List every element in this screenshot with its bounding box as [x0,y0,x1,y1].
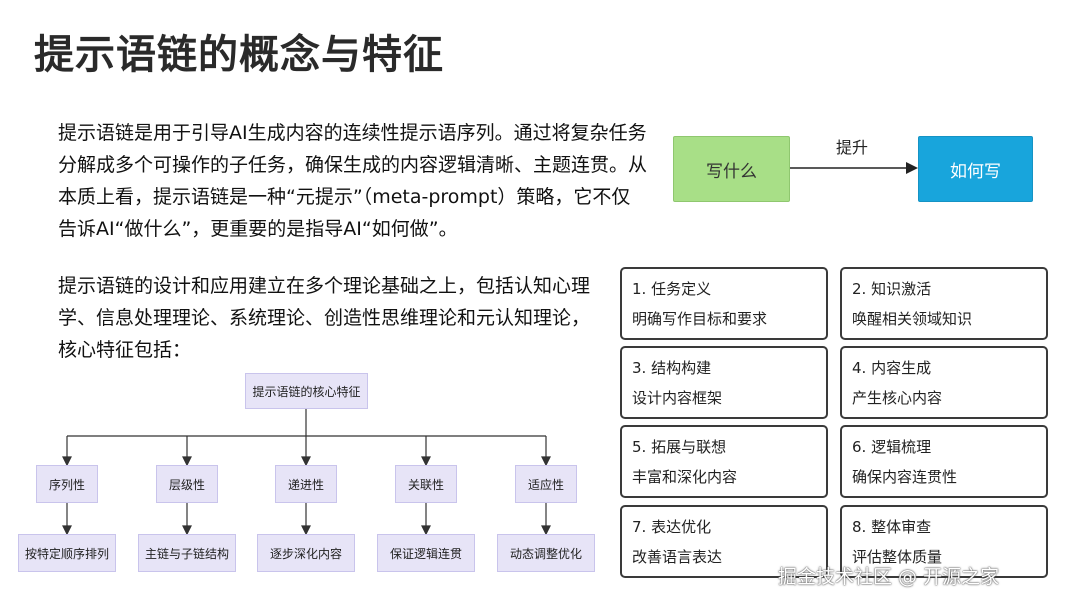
step-title: 6. 逻辑梳理 [852,438,932,456]
hierarchy-node-adaptive: 适应性 [515,465,577,503]
step-desc: 唤醒相关领域知识 [852,310,973,328]
watermark: 掘金技术社区 @ 开源之家 [778,566,1000,588]
step-title: 2. 知识激活 [852,280,932,298]
hierarchy-node-level: 层级性 [156,465,218,503]
step-desc: 丰富和深化内容 [632,468,738,486]
theory-paragraph: 提示语链的设计和应用建立在多个理论基础之上，包括认知心理学、信息处理理论、系统理… [58,275,591,361]
hierarchy-node-relevance: 关联性 [395,465,457,503]
hierarchy-connectors [62,409,551,536]
hierarchy-root-node: 提示语链的核心特征 [245,373,368,409]
hierarchy-detail-sequence: 按特定顺序排列 [18,534,116,572]
flow-box-what: 写什么 [673,136,790,202]
step-card-8: 8. 整体审查 评估整体质量 [840,505,1048,578]
flow-label: 提升 [836,138,869,157]
step-desc: 设计内容框架 [632,389,723,407]
step-desc: 确保内容连贯性 [852,468,958,486]
hierarchy-node-progressive: 递进性 [275,465,337,503]
hierarchy-detail-relevance: 保证逻辑连贯 [377,534,475,572]
hierarchy-detail-level: 主链与子链结构 [138,534,236,572]
step-desc: 改善语言表达 [632,548,723,566]
step-title: 5. 拓展与联想 [632,438,727,456]
flow-box-how: 如何写 [918,136,1033,202]
step-card-3: 3. 结构构建 设计内容框架 [620,346,828,419]
step-desc: 明确写作目标和要求 [632,310,768,328]
step-desc: 产生核心内容 [852,389,943,407]
step-card-5: 5. 拓展与联想 丰富和深化内容 [620,425,828,498]
page-title: 提示语链的概念与特征 [34,32,444,78]
step-card-7: 7. 表达优化 改善语言表达 [620,505,828,578]
step-title: 3. 结构构建 [632,359,712,377]
step-title: 7. 表达优化 [632,518,712,536]
hierarchy-detail-adaptive: 动态调整优化 [497,534,595,572]
step-title: 4. 内容生成 [852,359,932,377]
step-desc: 评估整体质量 [852,548,943,566]
step-title: 1. 任务定义 [632,280,712,298]
hierarchy-node-sequence: 序列性 [36,465,98,503]
step-title: 8. 整体审查 [852,518,932,536]
intro-paragraph: 提示语链是用于引导AI生成内容的连续性提示语序列。通过将复杂任务分解成多个可操作… [58,122,648,240]
step-card-1: 1. 任务定义 明确写作目标和要求 [620,267,828,340]
step-card-6: 6. 逻辑梳理 确保内容连贯性 [840,425,1048,498]
flow-arrow [790,162,918,174]
hierarchy-detail-progressive: 逐步深化内容 [257,534,355,572]
step-card-2: 2. 知识激活 唤醒相关领域知识 [840,267,1048,340]
step-card-4: 4. 内容生成 产生核心内容 [840,346,1048,419]
